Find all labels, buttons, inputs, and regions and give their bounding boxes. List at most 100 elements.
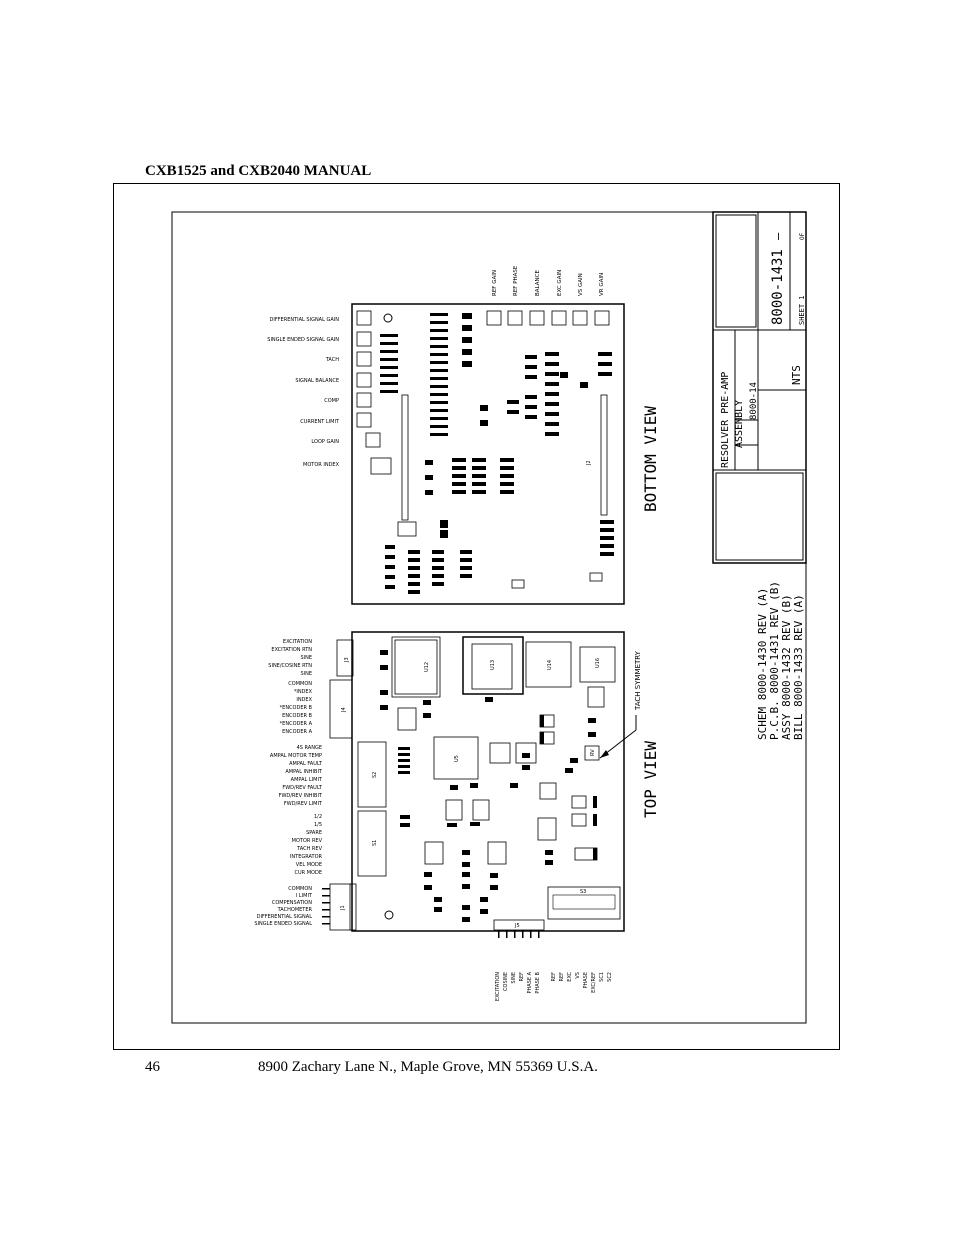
doc-ref-4: BILL 8000-1433 REV (A) [792,594,805,740]
label-ref-phase: REF PHASE [513,265,519,296]
title-line-1: RESOLVER PRE-AMP [720,372,731,468]
label-cur-mode: CUR MODE [295,870,322,876]
drawing-number: 8000-1431 [770,249,786,325]
title-block [712,211,807,564]
doc-ref-3: ASSY 8000-1432 REV (B) [780,594,793,740]
scale-text: NTS [790,365,803,385]
designator-j4: J4 [341,707,347,713]
top-components [322,650,597,938]
designator-s3: S3 [580,889,586,895]
label-exc-gain: EXC GAIN [557,270,563,296]
label-excitation-rtn: EXCITATION RTN [271,647,312,653]
label-ref-gain: REF GAIN [492,270,498,296]
s3-labels: REF REF EXC VS PHASE EXC/REF SC1 SC2 [551,971,613,992]
label-phase-a: PHASE A [527,971,533,993]
label-cosine-j5: COSINE [503,972,509,991]
bottom-view-label: BOTTOM VIEW [641,406,660,512]
label-ref-j5: REF [519,972,525,982]
top-bottom-labels: EXCITATION COSINE SINE REF PHASE A PHASE… [495,971,541,1001]
label-signal-balance: SIGNAL BALANCE [295,378,339,384]
label-motor-index: MOTOR INDEX [303,462,340,468]
label-s3-7: SC1 [599,972,605,982]
label-balance: BALANCE [535,270,541,296]
label-vel-mode: VEL MODE [296,862,322,868]
of-text: OF [799,232,806,240]
label-ampal-inhibit: AMPAL INHIBIT [285,769,323,775]
label-excitation-j5: EXCITATION [495,972,501,1001]
doc-ref-2: P.C.B. 8000-1431 REV (B) [768,581,781,740]
label-motor-rev: MOTOR REV [292,838,323,844]
designator-j3: J3 [344,657,350,663]
designator-j5: J5 [514,923,520,929]
title-line-2: ASSEMBLY [734,400,745,448]
label-diff-signal: DIFFERENTIAL SIGNAL [257,914,313,920]
label-common-j4: COMMON [288,681,312,687]
label-fwdrev-limit: FWD/REV LIMIT [284,801,323,807]
label-vs-gain: VS GAIN [578,273,584,296]
label-tachometer: TACHOMETER [277,907,313,913]
label-enc-b: ENCODER B [282,713,312,719]
bottom-top-labels: REF GAIN REF PHASE BALANCE EXC GAIN VS G… [492,265,605,296]
designator-j2: J2 [586,460,592,466]
page-number: 46 [145,1059,160,1075]
designator-u14: U14 [547,660,553,670]
label-s3-8: SC2 [607,972,613,982]
top-view-board [322,631,625,938]
doc-references: SCHEM 8000-1430 REV (A) P.C.B. 8000-1431… [756,581,805,740]
chip-designators: U12 U13 U14 U16 U5 J3 J4 S2 S1 S3 J1 J5 … [340,460,601,929]
tach-symmetry-label: TACH SYMMETRY [634,650,642,711]
designator-u12: U12 [424,662,430,672]
label-sine-j3: SINE [300,655,312,661]
label-ampal-limit: AMPAL LIMIT [291,777,323,783]
label-s3-5: PHASE [583,972,589,989]
label-4s-range: 4S RANGE [297,745,322,751]
top-left-labels: EXCITATION EXCITATION RTN SINE SINE/COSI… [254,639,323,927]
designator-s2: S2 [372,772,378,778]
label-spare: SPARE [306,830,322,836]
label-phase-b: PHASE B [535,971,541,993]
label-sine-j5: SINE [511,972,517,984]
designator-j1: J1 [340,905,346,911]
label-s3-3: EXC [567,971,573,981]
designator-u16: U16 [595,658,601,668]
label-compensation: COMPENSATION [272,900,312,906]
designator-rv: RV [590,749,596,756]
label-nenc-a: *ENCODER A [280,721,313,727]
designator-u5: U5 [454,755,460,762]
label-s3-6: EXC/REF [591,972,597,993]
label-tach-rev: TACH REV [296,846,322,852]
bottom-components [380,313,614,594]
label-se-signal: SINGLE ENDED SIGNAL [254,921,312,927]
bottom-view-board [351,303,625,605]
label-vr-gain: VR GAIN [599,273,605,296]
label-nindex: *INDEX [294,689,313,695]
drawing-border [171,211,807,1024]
label-sine-j3b: SINE [300,671,312,677]
model-number: 8000-14 [749,382,759,420]
label-diff-signal-gain: DIFFERENTIAL SIGNAL GAIN [269,317,339,323]
label-enc-a: ENCODER A [282,729,312,735]
label-i-limit: I LIMIT [296,893,313,899]
label-nenc-b: *ENCODER B [280,705,313,711]
rev-mark: — [771,232,785,240]
label-fwdrev-fault: FWD/REV FAULT [282,785,323,791]
figure-frame [113,183,840,1050]
label-excitation: EXCITATION [283,639,312,645]
bottom-left-labels: DIFFERENTIAL SIGNAL GAIN SINGLE ENDED SI… [267,317,340,468]
label-integrator: INTEGRATOR [290,854,323,860]
label-s3-4: VS [575,972,581,979]
label-s3-1: REF [551,972,557,982]
label-tach: TACH [325,357,339,363]
top-view-label: TOP VIEW [641,741,660,818]
label-comp: COMP [324,398,339,404]
doc-ref-1: SCHEM 8000-1430 REV (A) [756,588,769,740]
label-ampal-fault: AMPAL FAULT [289,761,323,767]
label-s3-2: REF [559,972,565,982]
designator-u13: U13 [490,660,496,670]
label-ampal-motor-temp: AMPAL MOTOR TEMP [270,753,322,759]
label-se-signal-gain: SINGLE ENDED SIGNAL GAIN [267,337,339,343]
label-current-limit: CURRENT LIMIT [300,419,340,425]
company-address: 8900 Zachary Lane N., Maple Grove, MN 55… [258,1059,598,1075]
label-common-j1: COMMON [288,886,312,892]
